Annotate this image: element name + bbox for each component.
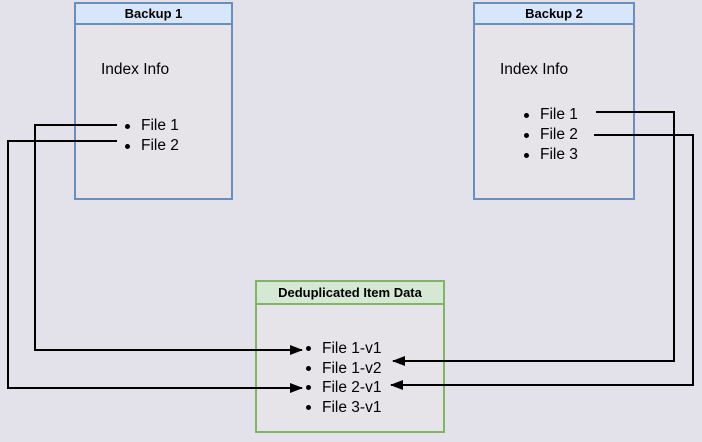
list-item: File 1-v2 xyxy=(255,359,381,379)
list-item-label: File 1-v1 xyxy=(322,340,382,357)
list-item-label: File 3 xyxy=(540,146,578,163)
list-item: File 3 xyxy=(473,145,578,165)
list-item: File 1 xyxy=(74,116,179,136)
backup2-title: Backup 2 xyxy=(475,4,633,25)
list-item-label: File 1 xyxy=(540,106,578,123)
backup2-box: Backup 2 xyxy=(473,2,635,200)
list-item: File 2 xyxy=(74,136,179,156)
backup2-index-info-label: Index Info xyxy=(500,61,569,78)
list-item: File 1 xyxy=(473,105,578,125)
list-item: File 3-v1 xyxy=(255,398,381,418)
backup2-file-list: File 1 File 2 File 3 xyxy=(473,105,578,165)
list-item-label: File 2 xyxy=(540,126,578,143)
dedup-item-list: File 1-v1 File 1-v2 File 2-v1 File 3-v1 xyxy=(255,339,381,417)
list-item: File 1-v1 xyxy=(255,339,381,359)
list-item-label: File 1 xyxy=(141,117,179,134)
backup1-box: Backup 1 xyxy=(74,2,233,200)
backup1-file-list: File 1 File 2 xyxy=(74,116,179,156)
list-item-label: File 1-v2 xyxy=(322,359,382,377)
dedup-title: Deduplicated Item Data xyxy=(257,282,443,305)
list-item: File 2-v1 xyxy=(255,378,381,398)
list-item-label: File 2-v1 xyxy=(322,379,382,396)
list-item: File 2 xyxy=(473,125,578,145)
list-item-label: File 3-v1 xyxy=(322,398,382,416)
backup1-title: Backup 1 xyxy=(76,4,231,25)
list-item-label: File 2 xyxy=(141,137,179,154)
backup1-index-info-label: Index Info xyxy=(101,61,170,78)
